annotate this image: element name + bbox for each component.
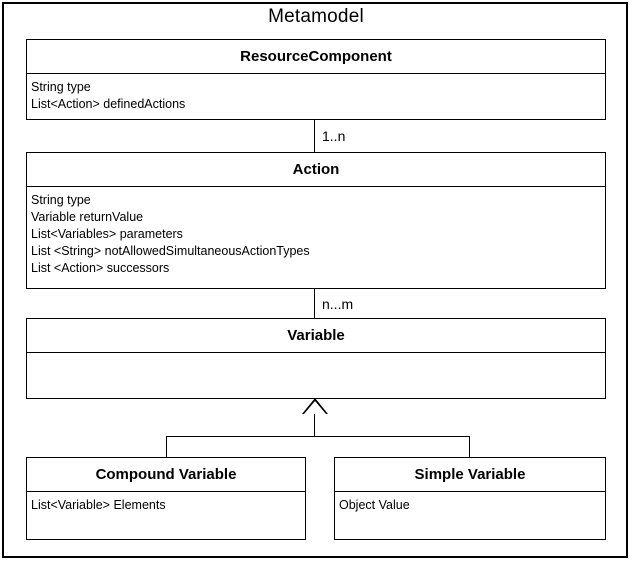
attribute-row: List<Variable> Elements bbox=[31, 498, 166, 512]
class-name-action: Action bbox=[27, 153, 605, 187]
attribute-row: String type bbox=[31, 80, 91, 94]
attribute-row: List <String> notAllowedSimultaneousActi… bbox=[31, 244, 310, 258]
attribute-row: String type bbox=[31, 193, 91, 207]
attribute-row: List<Variables> parameters bbox=[31, 227, 183, 241]
class-attributes-action: String type Variable returnValue List<Va… bbox=[27, 187, 605, 277]
class-box-resource-component[interactable]: ResourceComponent String type List<Actio… bbox=[26, 39, 606, 120]
attribute-row: Object Value bbox=[339, 498, 410, 512]
multiplicity-label-action-variable: n...m bbox=[322, 296, 354, 312]
attribute-row: List <Action> successors bbox=[31, 261, 170, 275]
class-box-compound-variable[interactable]: Compound Variable List<Variable> Element… bbox=[26, 457, 306, 540]
multiplicity-label-resource-component-action: 1..n bbox=[322, 128, 346, 144]
class-name-compound-variable: Compound Variable bbox=[27, 458, 305, 492]
class-box-simple-variable[interactable]: Simple Variable Object Value bbox=[334, 457, 606, 540]
generalization-branch-compound-variable bbox=[166, 436, 167, 457]
class-name-simple-variable: Simple Variable bbox=[335, 458, 605, 492]
class-name-resource-component: ResourceComponent bbox=[27, 40, 605, 74]
diagram-title: Metamodel bbox=[268, 6, 364, 27]
association-line-resource-component-action bbox=[314, 120, 315, 152]
attribute-row: List<Action> definedActions bbox=[31, 97, 186, 111]
class-attributes-simple-variable: Object Value bbox=[335, 492, 605, 514]
generalization-fan-line bbox=[166, 436, 470, 437]
class-name-variable: Variable bbox=[27, 319, 605, 353]
attribute-row: Variable returnValue bbox=[31, 210, 144, 224]
association-line-action-variable bbox=[314, 289, 315, 319]
class-attributes-compound-variable: List<Variable> Elements bbox=[27, 492, 305, 514]
class-box-variable[interactable]: Variable bbox=[26, 318, 606, 399]
class-box-action[interactable]: Action String type Variable returnValue … bbox=[26, 152, 606, 289]
generalization-branch-simple-variable bbox=[469, 436, 470, 457]
class-attributes-resource-component: String type List<Action> definedActions bbox=[27, 74, 605, 113]
generalization-stem-line bbox=[314, 414, 315, 437]
